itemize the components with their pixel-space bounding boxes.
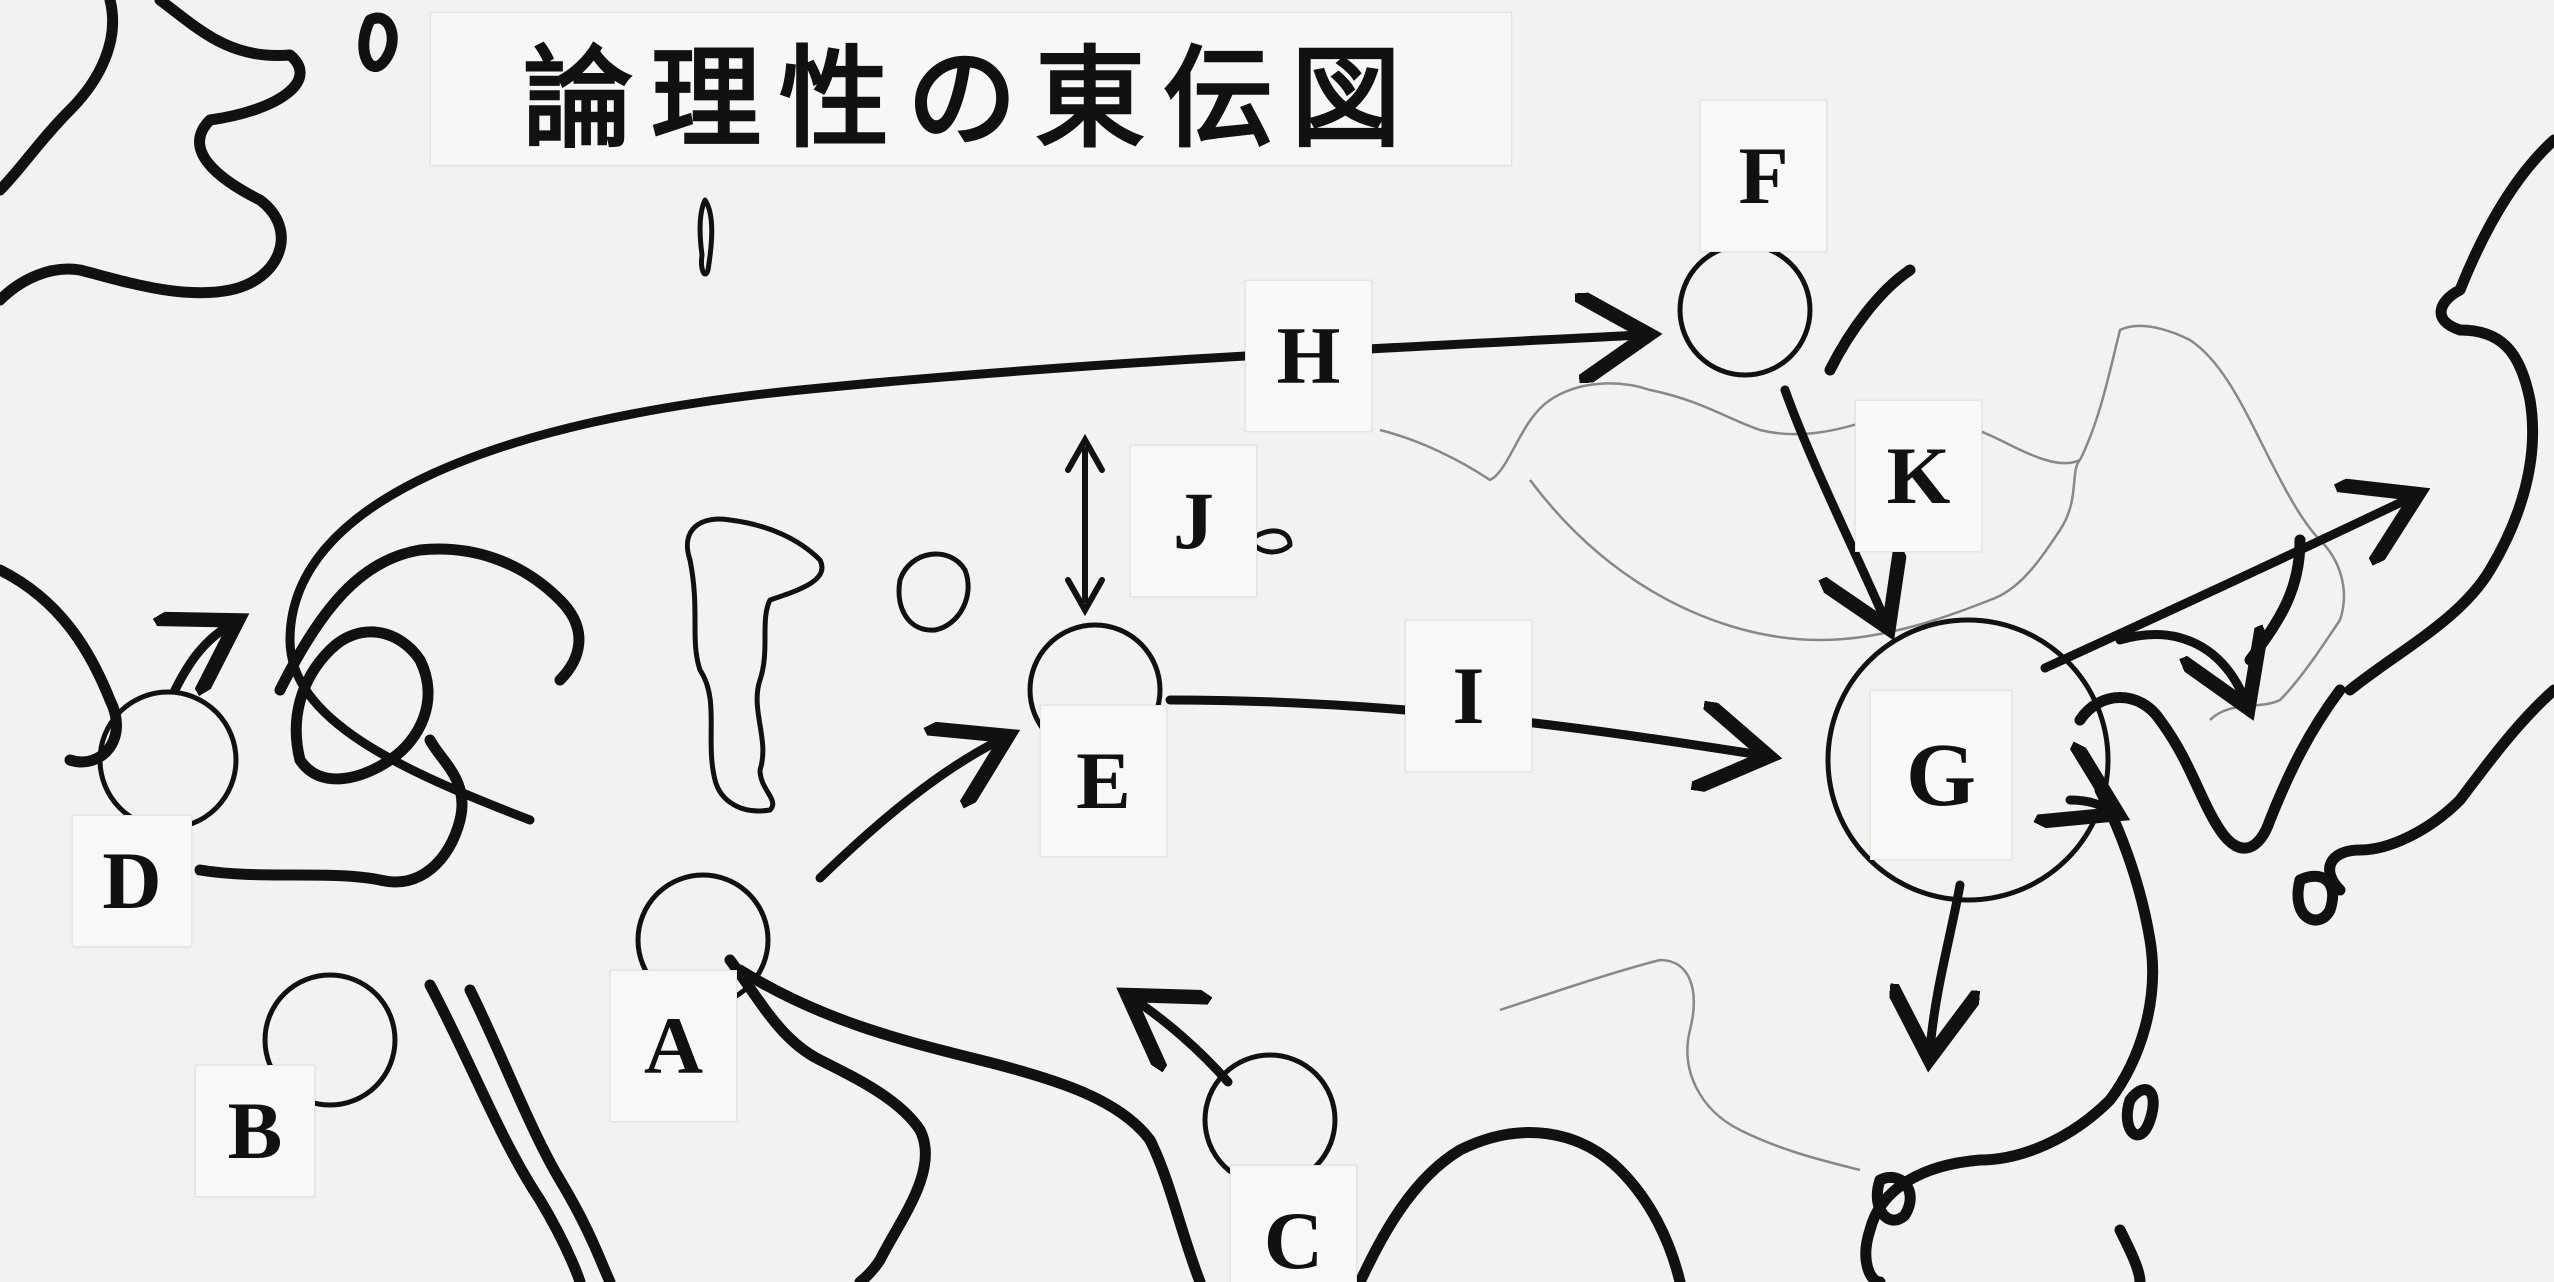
coast-levant: [194, 734, 468, 888]
island-luzon: [2114, 1224, 2146, 1282]
island-taiwan: [2121, 1084, 2159, 1141]
border-himalaya: [1499, 958, 1861, 1172]
arrow-j-head-bottom: [1065, 577, 1105, 617]
arrow-c: [1135, 1000, 1233, 1087]
coast-china-east: [1860, 784, 2159, 1282]
coast-india: [1354, 1127, 1686, 1282]
coast-europe-west: [0, 0, 306, 306]
coast-siberia-east: [2344, 134, 2554, 696]
label-e: E: [1040, 705, 1167, 857]
title-card: 論理性の東伝図: [430, 12, 1512, 166]
coast-balkans: [0, 564, 122, 768]
label-d: D: [72, 815, 192, 947]
arrow-d-up: [175, 625, 230, 690]
japan-kyushu: [2292, 870, 2339, 926]
node-circle-d: [97, 689, 239, 831]
caspian-sea: [684, 516, 825, 814]
arrow-j-head-top: [1065, 433, 1105, 473]
label-j: J: [1130, 445, 1257, 597]
coast-red-sea-east: [464, 984, 616, 1282]
lake-balkhash: [1247, 528, 1293, 555]
island-sakhalin: [1824, 264, 1916, 376]
coast-persian-gulf: [724, 954, 931, 1282]
label-c: C: [1230, 1165, 1357, 1282]
node-circle-b: [262, 972, 398, 1108]
coast-iran-south: [734, 964, 1206, 1282]
map-title: 論理性の東伝図: [523, 34, 1419, 163]
coast-anatolia: [274, 543, 585, 696]
label-k: K: [1855, 400, 1982, 552]
coast-europe-north: [0, 0, 119, 196]
label-g: G: [1870, 690, 2012, 860]
border-manchuria: [2078, 324, 2346, 621]
island-small-top: [358, 12, 398, 72]
label-i: I: [1405, 620, 1532, 772]
island-north-small: [697, 197, 715, 277]
coast-korea: [2074, 684, 2346, 854]
coast-red-sea-west: [424, 979, 586, 1282]
border-mongolia-south: [1529, 459, 2082, 642]
label-h: H: [1245, 280, 1372, 432]
label-f: F: [1700, 100, 1827, 252]
node-circle-f: [1677, 242, 1813, 378]
arrow-g-korea: [2115, 635, 2245, 700]
label-a: A: [610, 970, 737, 1122]
japan-main: [2324, 684, 2554, 896]
arrow-g-south: [1930, 880, 1960, 1050]
island-hainan: [1871, 1172, 1916, 1226]
arrow-g-east-small: [2070, 800, 2110, 810]
arrow-k: [1780, 385, 1885, 620]
aral-sea: [896, 551, 971, 633]
label-b: B: [195, 1065, 315, 1197]
arrow-a-e: [815, 740, 1000, 883]
arrow-g-japan: [2040, 498, 2410, 673]
